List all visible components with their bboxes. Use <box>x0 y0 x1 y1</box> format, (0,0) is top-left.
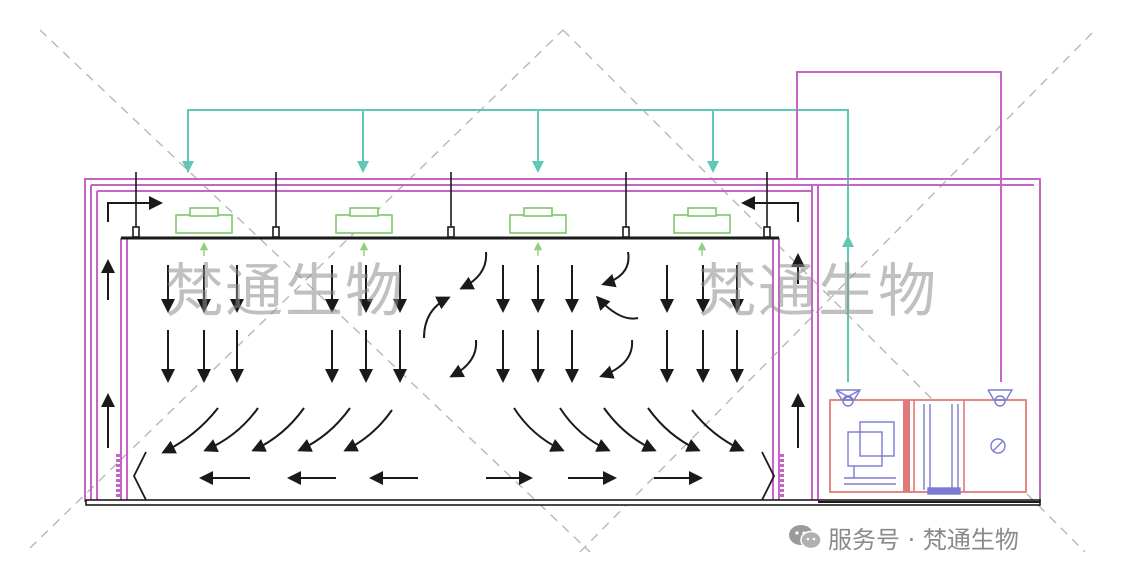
hepa-filter-2 <box>335 207 393 234</box>
damper-icon <box>990 438 1006 454</box>
source-note: 服务号 · 梵通生物 <box>788 521 1019 554</box>
duct-connectors <box>835 389 1014 407</box>
downflow-arrows-upper <box>161 265 744 313</box>
eddy-arrows <box>423 251 639 379</box>
hepa-filter-4 <box>673 207 731 234</box>
watermark-left: 梵通生物 <box>165 257 406 325</box>
coil-module <box>923 404 961 495</box>
watermark-right: 梵通生物 <box>698 257 939 325</box>
hepa-filter-units <box>175 207 731 234</box>
filter-outlet-arrows <box>199 241 707 256</box>
wall-return-arrows <box>101 196 805 448</box>
fan-module <box>844 421 896 485</box>
downflow-arrows-lower <box>161 330 744 383</box>
wechat-icon <box>788 523 822 551</box>
hepa-filter-3 <box>509 207 567 234</box>
hepa-filter-1 <box>175 207 233 234</box>
supply-air-duct <box>182 109 854 382</box>
diagonal-flow-arrows <box>161 407 745 454</box>
ceiling-hangers <box>132 172 771 238</box>
return-grilles <box>116 451 784 501</box>
return-air-duct <box>796 71 1002 382</box>
source-note-text: 服务号 · 梵通生物 <box>828 525 1019 554</box>
air-handling-unit <box>829 389 1027 495</box>
